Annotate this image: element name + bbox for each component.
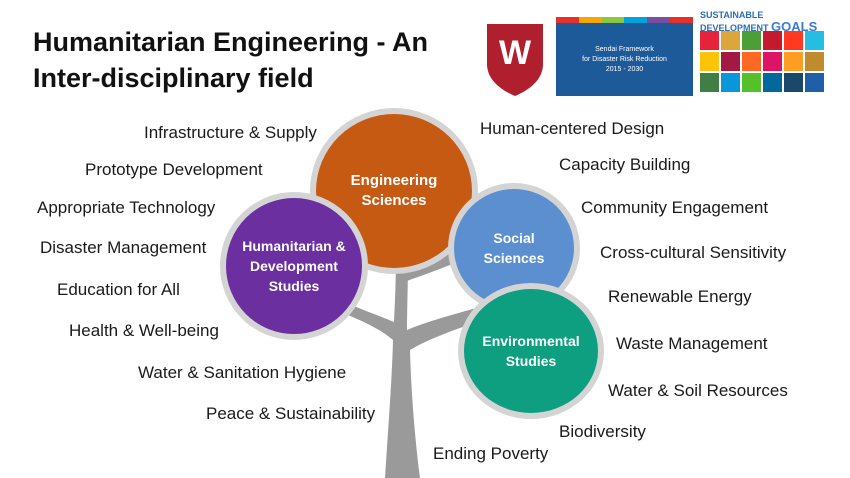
term-capacity-building: Capacity Building	[559, 155, 691, 174]
sdg-goal-grid	[700, 31, 828, 92]
term-peace-sustainability: Peace & Sustainability	[206, 404, 376, 423]
term-waste-management: Waste Management	[616, 334, 768, 353]
term-ending-poverty: Ending Poverty	[433, 444, 549, 463]
sdg-goal-tile	[784, 31, 803, 50]
environmental-line-1: Environmental	[482, 333, 580, 349]
term-education-for-all: Education for All	[57, 280, 180, 299]
term-biodiversity: Biodiversity	[559, 422, 646, 441]
term-health-well-being: Health & Well-being	[69, 321, 219, 340]
sendai-line-2: for Disaster Risk Reduction	[582, 56, 667, 63]
sdg-goal-tile	[742, 52, 761, 71]
sdg-goal-tile	[805, 52, 824, 71]
sdg-goal-tile	[700, 52, 719, 71]
term-cross-cultural-sensitivity: Cross-cultural Sensitivity	[600, 243, 787, 262]
engineering-line-2: Sciences	[361, 192, 427, 209]
sdg-goal-tile	[721, 73, 740, 92]
humanitarian-line-3: Studies	[268, 278, 320, 294]
sdg-logo: SUSTAINABLE DEVELOPMENT GOALS	[700, 11, 828, 97]
university-shield-logo: W	[487, 24, 543, 96]
environmental-line-2: Studies	[505, 353, 557, 369]
term-human-centered-design: Human-centered Design	[480, 119, 665, 138]
humanitarian-line-2: Development	[250, 258, 338, 274]
sdg-goal-tile	[721, 31, 740, 50]
sdg-goal-tile	[700, 73, 719, 92]
sdg-goal-tile	[763, 73, 782, 92]
environmental-studies-circle: Environmental Studies	[458, 283, 604, 419]
sdg-goal-tile	[742, 31, 761, 50]
engineering-line-1: Engineering	[350, 172, 438, 189]
humanitarian-development-circle: Humanitarian & Development Studies	[220, 192, 368, 340]
sendai-framework-logo: Sendai Framework for Disaster Risk Reduc…	[556, 17, 693, 96]
sdg-goal-tile	[784, 73, 803, 92]
sdg-goal-tile	[721, 52, 740, 71]
sdg-goal-tile	[700, 31, 719, 50]
sdg-goal-tile	[763, 31, 782, 50]
humanitarian-line-1: Humanitarian &	[242, 238, 346, 254]
term-prototype-development: Prototype Development	[85, 160, 263, 179]
term-community-engagement: Community Engagement	[581, 198, 769, 217]
sdg-goal-tile	[742, 73, 761, 92]
page-title: Humanitarian Engineering - An Inter-disc…	[33, 27, 429, 93]
shield-letter: W	[499, 34, 532, 72]
term-water-soil-resources: Water & Soil Resources	[608, 381, 788, 400]
sdg-goal-tile	[805, 31, 824, 50]
term-disaster-management: Disaster Management	[40, 238, 207, 257]
sdg-goal-tile	[763, 52, 782, 71]
term-renewable-energy: Renewable Energy	[608, 287, 752, 306]
social-line-2: Sciences	[483, 250, 545, 266]
sdg-header-2: DEVELOPMENT	[700, 23, 769, 33]
sdg-goals-word: GOALS	[771, 19, 818, 34]
term-infrastructure-supply: Infrastructure & Supply	[144, 123, 317, 142]
term-appropriate-technology: Appropriate Technology	[37, 198, 216, 217]
social-line-1: Social	[493, 230, 535, 246]
sdg-goal-tile	[805, 73, 824, 92]
sendai-line-1: Sendai Framework	[595, 46, 654, 53]
sdg-goal-tile	[784, 52, 803, 71]
sdg-header-1: SUSTAINABLE	[700, 10, 764, 20]
term-water-sanitation-hygiene: Water & Sanitation Hygiene	[138, 363, 347, 382]
sendai-line-3: 2015 - 2030	[605, 66, 644, 73]
